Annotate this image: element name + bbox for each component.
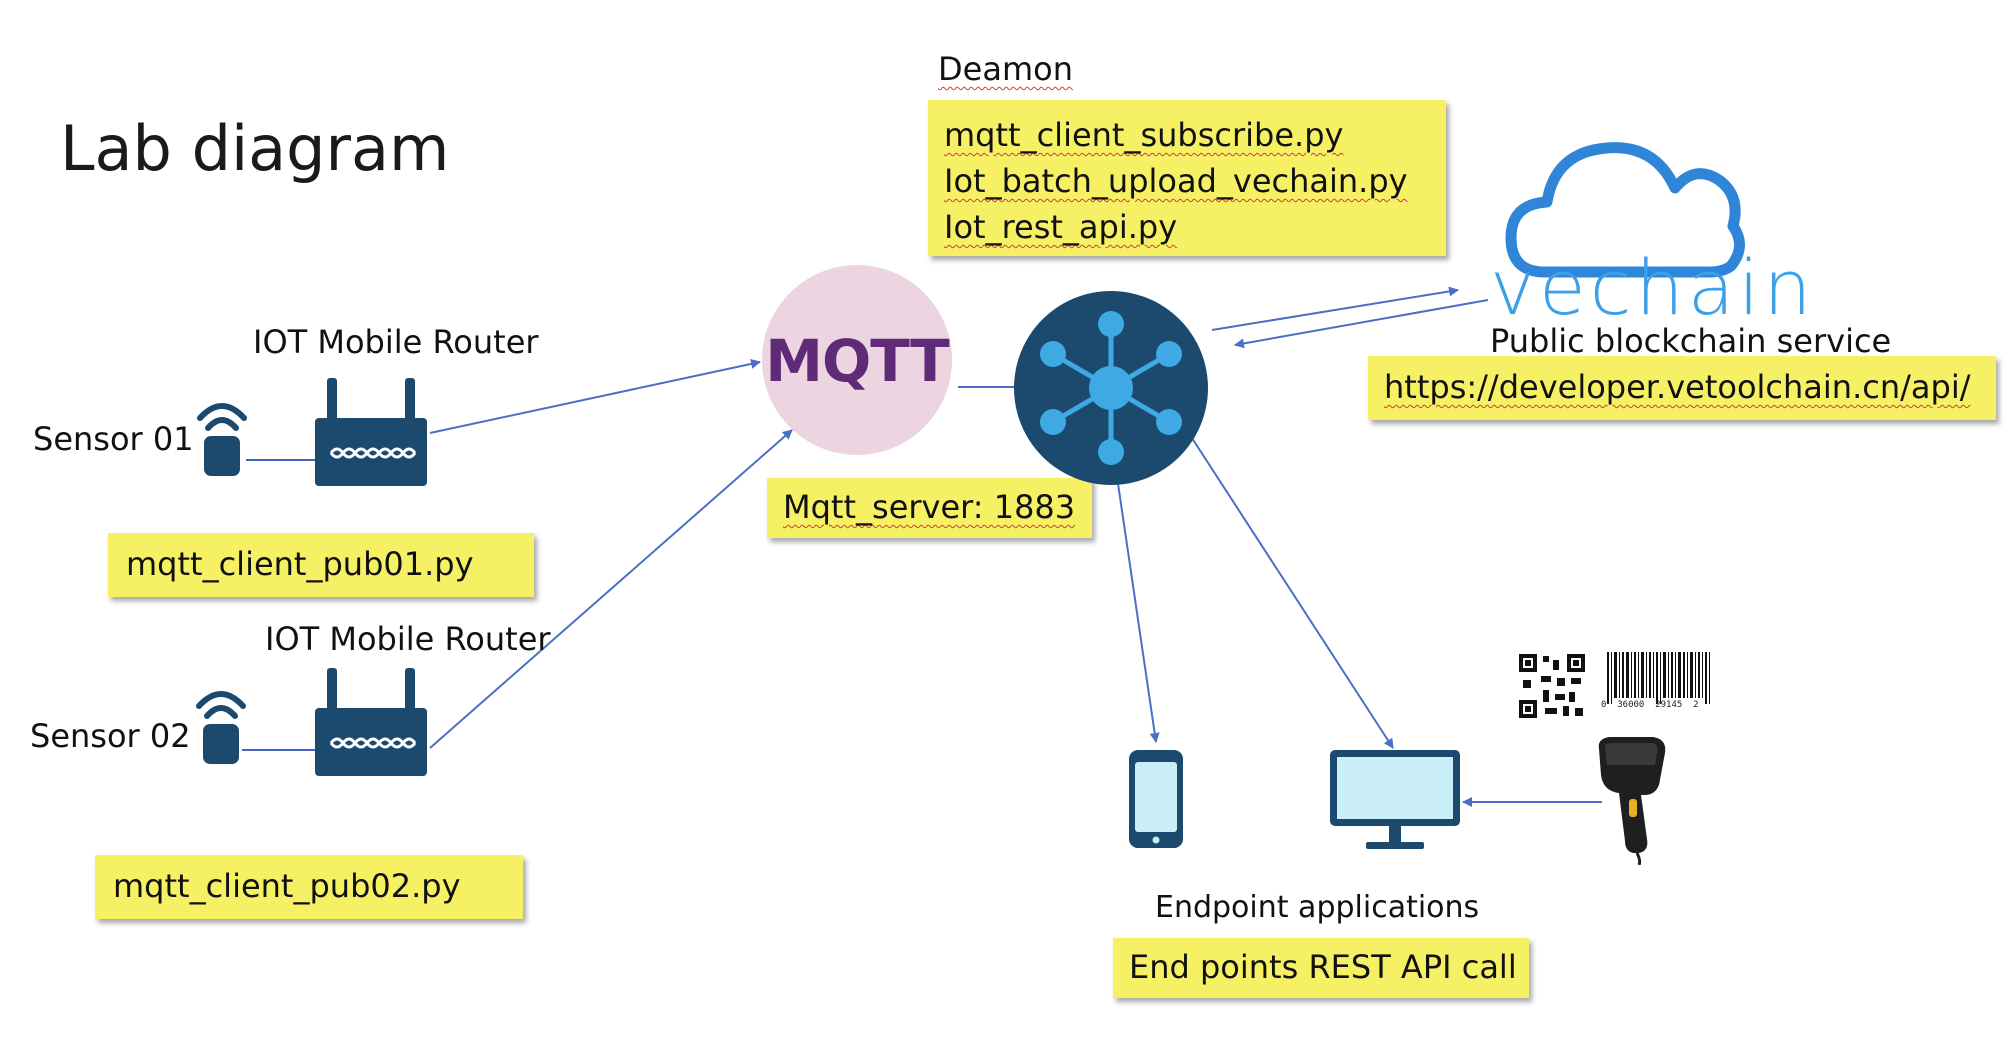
- pub02-script-note: mqtt_client_pub02.py: [95, 855, 523, 919]
- sensor-01-label: Sensor 01: [33, 420, 194, 458]
- vechain-logo-text: vechain: [1490, 243, 1816, 332]
- mqtt-server-note: Mqtt_server: 1883: [767, 478, 1092, 538]
- cloud-icon: [1505, 142, 1745, 278]
- monitor-icon: [1330, 750, 1460, 849]
- router-02-label: IOT Mobile Router: [265, 620, 551, 658]
- mqtt-server-label: Mqtt_server: 1883: [783, 488, 1076, 526]
- arrow-hub-to-monitor: [1189, 434, 1394, 749]
- arrow-router2-to-mqtt: [429, 429, 793, 749]
- mqtt-logo-text: MQTT: [765, 327, 949, 395]
- vechain-url-note: https://developer.vetoolchain.cn/api/: [1368, 356, 1996, 420]
- arrow-vechain-to-hub: [1234, 299, 1489, 349]
- barcode-digits: 0 36000 29145 2: [1601, 700, 1699, 710]
- wifi-sensor-icon: [197, 403, 247, 476]
- daemon-scripts-note: mqtt_client_subscribe.py Iot_batch_uploa…: [928, 100, 1446, 256]
- router-01-label: IOT Mobile Router: [253, 323, 539, 361]
- sensor-02-label: Sensor 02: [30, 717, 191, 755]
- qr-code-icon: [1517, 652, 1587, 720]
- barcode-icon: [1607, 652, 1710, 704]
- hub-icon: [1014, 291, 1208, 485]
- wifi-sensor-icon: [196, 691, 246, 764]
- router-icon: [315, 668, 427, 776]
- daemon-script-item: mqtt_client_subscribe.py: [944, 116, 1344, 154]
- vechain-url: https://developer.vetoolchain.cn/api/: [1384, 368, 1971, 406]
- blockchain-service-label: Public blockchain service: [1490, 322, 1892, 360]
- scanner-icon: [1598, 737, 1666, 865]
- router-icon: [315, 378, 427, 486]
- page-title: Lab diagram: [60, 112, 450, 185]
- arrow-router1-to-mqtt: [429, 359, 761, 434]
- arrow-hub-to-vechain: [1211, 286, 1459, 331]
- daemon-script-item: Iot_batch_upload_vechain.py: [944, 162, 1408, 200]
- endpoint-applications-label: Endpoint applications: [1155, 890, 1480, 925]
- phone-icon: [1129, 750, 1183, 848]
- arrow-hub-to-phone: [1115, 469, 1160, 743]
- daemon-script-item: Iot_rest_api.py: [944, 208, 1178, 246]
- pub01-script-note: mqtt_client_pub01.py: [108, 533, 534, 597]
- daemon-heading: Deamon: [938, 50, 1073, 88]
- mqtt-logo: MQTT: [762, 265, 952, 455]
- endpoints-rest-note: End points REST API call: [1113, 938, 1529, 998]
